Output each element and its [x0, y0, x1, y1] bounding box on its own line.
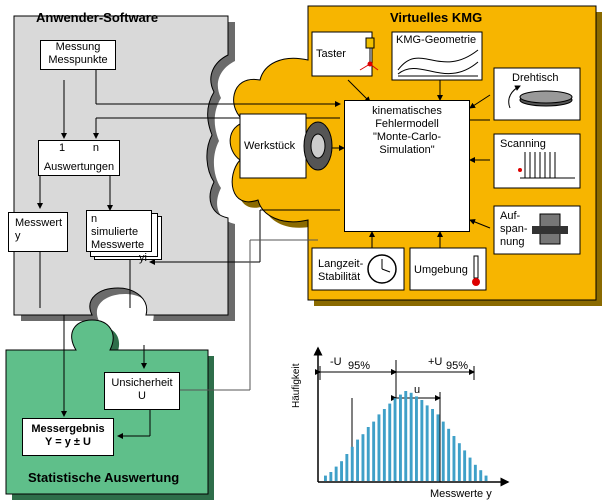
langzeit-icon: [311, 247, 405, 291]
auswertungen-1: 1: [59, 142, 66, 154]
umgebung-label: Umgebung: [414, 264, 468, 276]
sim-label-1: n simulierte: [91, 213, 139, 238]
histogram-xlabel: Messwerte y: [430, 488, 492, 500]
werkstueck-label: Werkstück: [244, 140, 296, 152]
messwert-y: y: [15, 230, 21, 242]
histogram-bar: [356, 439, 359, 481]
histogram-bar: [382, 409, 386, 481]
histogram-bar: [372, 421, 376, 481]
modell-label-2: Fehlermodell: [375, 118, 439, 130]
software-panel: [13, 15, 235, 321]
sim-label-3: yi: [139, 252, 147, 264]
langzeit-label: Langzeit- Stabilität: [318, 258, 363, 284]
auswertungen-label: Auswertungen: [43, 161, 115, 173]
histogram-bar: [447, 428, 451, 481]
auswertungen-range: 1 n: [39, 141, 119, 155]
aufspannung-label: Auf- span- nung: [500, 210, 528, 249]
messergebnis-formula: Y = y ± U: [45, 436, 91, 448]
histogram-bar: [441, 421, 445, 481]
plus-u-pct: 95%: [446, 360, 469, 372]
histogram-bar: [479, 470, 483, 481]
modell-label-1: kinematisches: [372, 105, 442, 117]
messpunkte-label: Messpunkte: [48, 54, 108, 66]
histogram-bar: [415, 396, 418, 481]
histogram-bar: [468, 457, 472, 481]
histogram-bar: [463, 450, 467, 481]
messergebnis-label: Messergebnis: [31, 423, 105, 435]
histogram-bar: [345, 454, 349, 481]
histogram-bar: [324, 475, 327, 481]
drehtisch-icon: [493, 67, 581, 121]
histogram-bar: [452, 436, 456, 481]
kmg-geometrie-icon: [391, 31, 483, 81]
histogram-bar: [436, 414, 440, 481]
minus-u-pct: 95%: [348, 360, 371, 372]
histogram-bar: [425, 405, 429, 481]
histogram-bar: [399, 394, 402, 481]
aufspannung-label-1: Auf-: [500, 210, 521, 222]
histogram-bar: [377, 414, 381, 481]
histogram-bar: [473, 464, 477, 481]
unsicherheit-u: U: [138, 390, 146, 402]
histogram-bar: [409, 392, 413, 481]
auswertungen-n: n: [92, 142, 99, 154]
scanning-label: Scanning: [500, 138, 546, 150]
langzeit-label-2: Stabilität: [318, 271, 361, 283]
messwert-box: Messwert y: [8, 212, 68, 252]
messergebnis-box: Messergebnis Y = y ± U: [22, 418, 114, 456]
minus-u-label: -U: [330, 356, 342, 368]
histogram-bar: [366, 427, 370, 481]
messwert-label: Messwert: [15, 217, 63, 229]
stat-title: Statistische Auswertung: [28, 470, 180, 485]
histogram-bar: [340, 461, 343, 481]
simulierte-messwerte-box: n simulierte Messwerte yi: [86, 210, 152, 264]
auswertungen-box: 1 n Auswertungen: [38, 140, 120, 176]
histogram-bar: [484, 475, 488, 481]
drehtisch-label: Drehtisch: [512, 72, 559, 84]
plus-u-label: +U: [428, 356, 443, 368]
langzeit-label-1: Langzeit-: [318, 258, 364, 270]
werkstueck-icon: [239, 113, 333, 179]
histogram-bar: [431, 409, 434, 481]
histogram-bar: [350, 446, 354, 481]
histogram-bar: [361, 434, 365, 481]
kmg-title: Virtuelles KMG: [390, 10, 483, 25]
u-label: u: [414, 384, 421, 396]
histogram-bar: [420, 400, 424, 481]
unsicherheit-label: Unsicherheit: [111, 377, 173, 389]
umgebung-icon: [409, 247, 487, 291]
taster-label: Taster: [316, 48, 346, 60]
scanning-icon: [493, 133, 581, 189]
modell-label-4: Simulation": [379, 144, 435, 156]
fehlermodell-box: kinematisches Fehlermodell "Monte-Carlo-…: [344, 100, 470, 232]
aufspannung-label-3: nung: [500, 236, 525, 248]
histogram-bar: [404, 391, 408, 481]
geometrie-label: KMG-Geometrie: [396, 34, 477, 46]
histogram-bar: [388, 403, 392, 481]
modell-label-3: "Monte-Carlo-: [372, 131, 442, 143]
kmg-connectors: [308, 79, 491, 248]
aufspannung-icon: [493, 205, 581, 255]
messung-label: Messung: [55, 41, 101, 53]
software-connectors: [37, 70, 341, 439]
histogram-ylabel: Häufigkeit: [291, 363, 302, 408]
aufspannung-label-2: span-: [500, 223, 528, 235]
histogram-bars: [324, 391, 488, 481]
histogram-bar: [457, 443, 461, 481]
unsicherheit-box: Unsicherheit U: [104, 372, 180, 410]
histogram-bar: [334, 466, 338, 481]
histogram-bar: [329, 472, 333, 481]
messung-box: Messung Messpunkte: [40, 40, 116, 70]
histogram-bar: [393, 398, 397, 481]
software-title: Anwender-Software: [36, 10, 159, 25]
histogram: [313, 346, 510, 487]
sim-label-2: Messwerte: [91, 239, 145, 251]
taster-icon: [311, 31, 379, 77]
